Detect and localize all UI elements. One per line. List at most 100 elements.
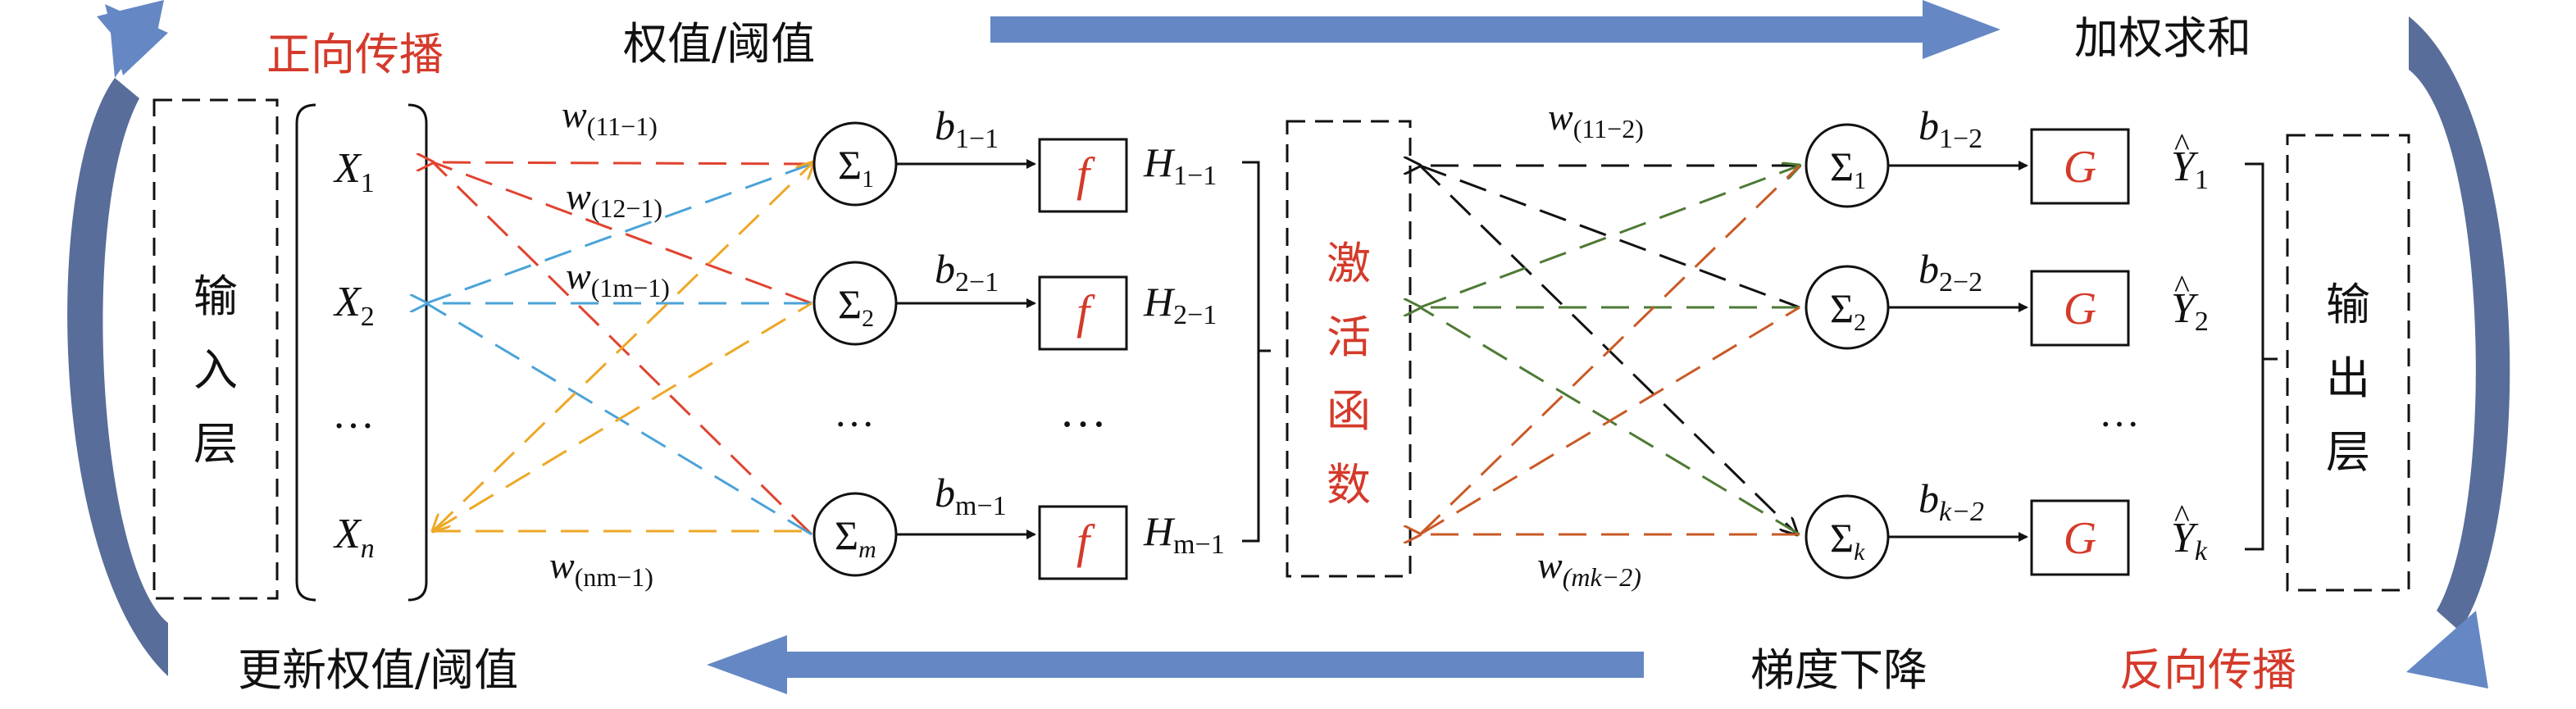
hidden-output-subscript: 1−1 [1173, 161, 1217, 191]
output-y: Y1 [2171, 143, 2209, 195]
hidden-output: H2−1 [1143, 279, 1217, 330]
input-bracket [295, 103, 428, 602]
bias-symbol: b [935, 470, 955, 516]
hidden-sum-node: Σ2 [812, 261, 898, 346]
output-layer-char: 输 [2326, 279, 2370, 330]
output-hat: ^ [2174, 126, 2190, 163]
connection-brown [1418, 164, 1801, 536]
weight-subscript: (11−2) [1573, 114, 1644, 143]
bias-symbol: b [935, 246, 955, 292]
output-g-box [2030, 270, 2130, 347]
input-layer-title: 输 入 层 [193, 270, 238, 470]
input-layer-char: 入 [193, 344, 238, 396]
bias-subscript: 2−2 [1939, 267, 1982, 298]
weight-w11-2: w(11−2) [1548, 96, 1644, 143]
hidden-output-subscript: 2−1 [1173, 300, 1217, 330]
weight-symbol: w [1548, 96, 1573, 138]
hidden-output: H1−1 [1143, 139, 1217, 191]
svg-text:Σm: Σm [835, 512, 876, 563]
weighted-sum-label: 加权求和 [2074, 12, 2251, 64]
sum-subscript: 1 [862, 166, 874, 193]
output-layer-box [2286, 134, 2410, 592]
input-subscript: 1 [361, 168, 375, 198]
bias-subscript: k−2 [1939, 497, 1984, 527]
hidden-f-dots: … [1059, 384, 1107, 437]
bias-symbol: b [1918, 246, 1939, 292]
input-subscript: n [361, 534, 375, 564]
right-cycle-arrow [2406, 16, 2510, 689]
sum-symbol: Σ [1830, 515, 1854, 561]
weight-subscript: (mk−2) [1563, 562, 1641, 592]
output-bias: b1−2 [1918, 102, 1982, 154]
output-hat: ^ [2174, 498, 2190, 534]
svg-text:Σ2: Σ2 [838, 281, 874, 332]
connection-orange [433, 162, 813, 531]
output-g-label: G [2064, 142, 2096, 193]
output-y: Yk [2171, 515, 2208, 566]
output-symbol: Y [2171, 143, 2199, 190]
output-subscript: 1 [2195, 165, 2209, 195]
sum-subscript: m [858, 536, 876, 563]
output-g-box [2030, 499, 2130, 576]
hidden-f-box [1038, 505, 1128, 580]
input-layer-box [152, 98, 279, 600]
output-subscript: 2 [2195, 307, 2209, 337]
sum-symbol: Σ [838, 281, 862, 327]
input-layer-char: 层 [193, 418, 238, 470]
sum-symbol: Σ [1830, 285, 1854, 331]
output-dots: … [2099, 389, 2140, 435]
hidden-f-box [1038, 275, 1128, 351]
svg-text:Σ1: Σ1 [838, 142, 874, 193]
weight-subscript: (1m−1) [591, 273, 670, 302]
hidden-bracket [1242, 161, 1271, 543]
activation-char: 激 [1327, 238, 1371, 289]
sum-symbol: Σ [838, 142, 862, 188]
input-xn: Xn [333, 511, 375, 564]
output-symbol: Y [2171, 515, 2199, 561]
forward-flow-arrow [990, 0, 2000, 59]
input-hidden-connections [426, 162, 813, 536]
connection-red [433, 162, 812, 164]
bias-symbol: b [935, 102, 955, 148]
hidden-output-symbol: H [1143, 508, 1176, 554]
input-symbol: X [333, 511, 362, 557]
output-bias: bk−2 [1918, 475, 1984, 527]
weight-symbol: w [549, 544, 575, 586]
hidden-output-symbol: H [1143, 279, 1176, 325]
weights-thresholds-label: 权值/阈值 [623, 18, 815, 70]
output-y2: ^ Y2 [2171, 268, 2209, 337]
output-yk: ^ Yk [2171, 498, 2208, 566]
output-bracket [2245, 162, 2278, 551]
svg-text:Σ1: Σ1 [1830, 143, 1866, 194]
bias-subscript: 1−1 [955, 124, 999, 154]
bias-subscript: 1−2 [1939, 124, 1982, 154]
weight-subscript: (nm−1) [575, 562, 653, 592]
output-g-label: G [2064, 513, 2096, 564]
output-subscript: k [2195, 536, 2208, 566]
activation-char: 函 [1327, 385, 1371, 437]
sum-subscript: k [1854, 539, 1865, 566]
sum-subscript: 2 [862, 305, 874, 332]
output-y1: ^ Y1 [2171, 126, 2209, 195]
hidden-bias: bm−1 [935, 470, 1007, 521]
output-bias: b2−2 [1918, 246, 1982, 298]
connection-brown [1419, 306, 1800, 536]
weight-wnm-1: w(nm−1) [549, 544, 653, 592]
bias-subscript: 2−1 [955, 267, 999, 298]
input-subscript: 2 [361, 302, 375, 332]
output-sum-node: Σ2 [1805, 265, 1890, 350]
sum-subscript: 1 [1854, 167, 1866, 194]
hidden-sum-node: Σ1 [812, 121, 898, 207]
bias-subscript: m−1 [955, 491, 1007, 521]
hidden-sum-dots: … [834, 389, 875, 435]
weight-symbol: w [566, 175, 591, 217]
output-layer-char: 出 [2326, 352, 2370, 404]
output-g-label: G [2064, 284, 2096, 334]
output-layer-title: 输 出 层 [2326, 279, 2370, 478]
bias-symbol: b [1918, 102, 1939, 148]
svg-text:Σ2: Σ2 [1830, 285, 1866, 336]
activation-char: 数 [1327, 459, 1371, 511]
hidden-bias: b1−1 [935, 102, 999, 154]
output-symbol: Y [2171, 285, 2199, 332]
